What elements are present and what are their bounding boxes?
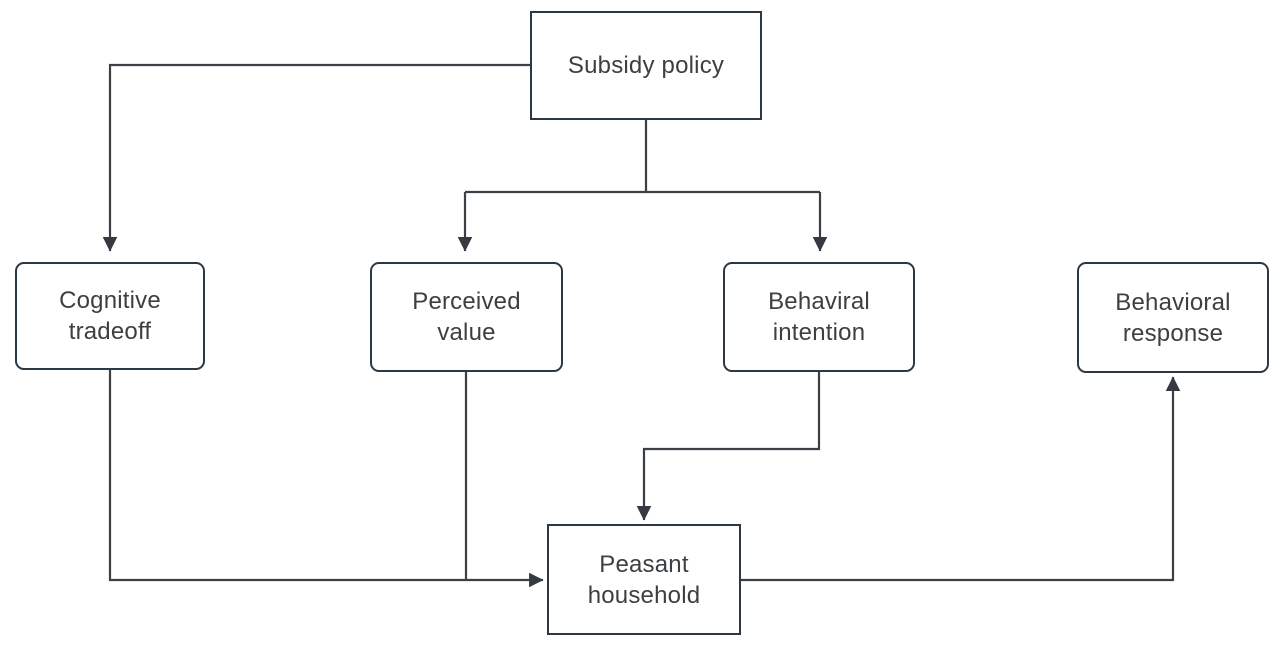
node-behaviral-intention-label: Behaviral intention (768, 288, 870, 346)
edge-intention-to-peasant (636, 372, 821, 521)
node-behavioral-response: Behavioral response (1077, 262, 1269, 373)
edge-cognitive-to-peasant (108, 370, 544, 588)
node-cognitive-tradeoff: Cognitive tradeoff (15, 262, 205, 370)
edge-subsidy-to-cognitive (102, 63, 530, 252)
node-behavioral-response-label: Behavioral response (1115, 288, 1231, 347)
edge-peasant-to-response (741, 376, 1181, 582)
node-subsidy-policy: Subsidy policy (530, 11, 762, 120)
node-cognitive-tradeoff-label: Cognitive tradeoff (59, 287, 161, 345)
node-subsidy-policy-label: Subsidy policy (567, 52, 725, 79)
node-perceived-value: Perceived value (370, 262, 563, 372)
node-perceived-value-label: Perceived value (412, 288, 521, 346)
node-behaviral-intention: Behaviral intention (723, 262, 915, 372)
node-peasant-household: Peasant household (547, 524, 741, 635)
node-peasant-household-label: Peasant household (587, 550, 701, 609)
